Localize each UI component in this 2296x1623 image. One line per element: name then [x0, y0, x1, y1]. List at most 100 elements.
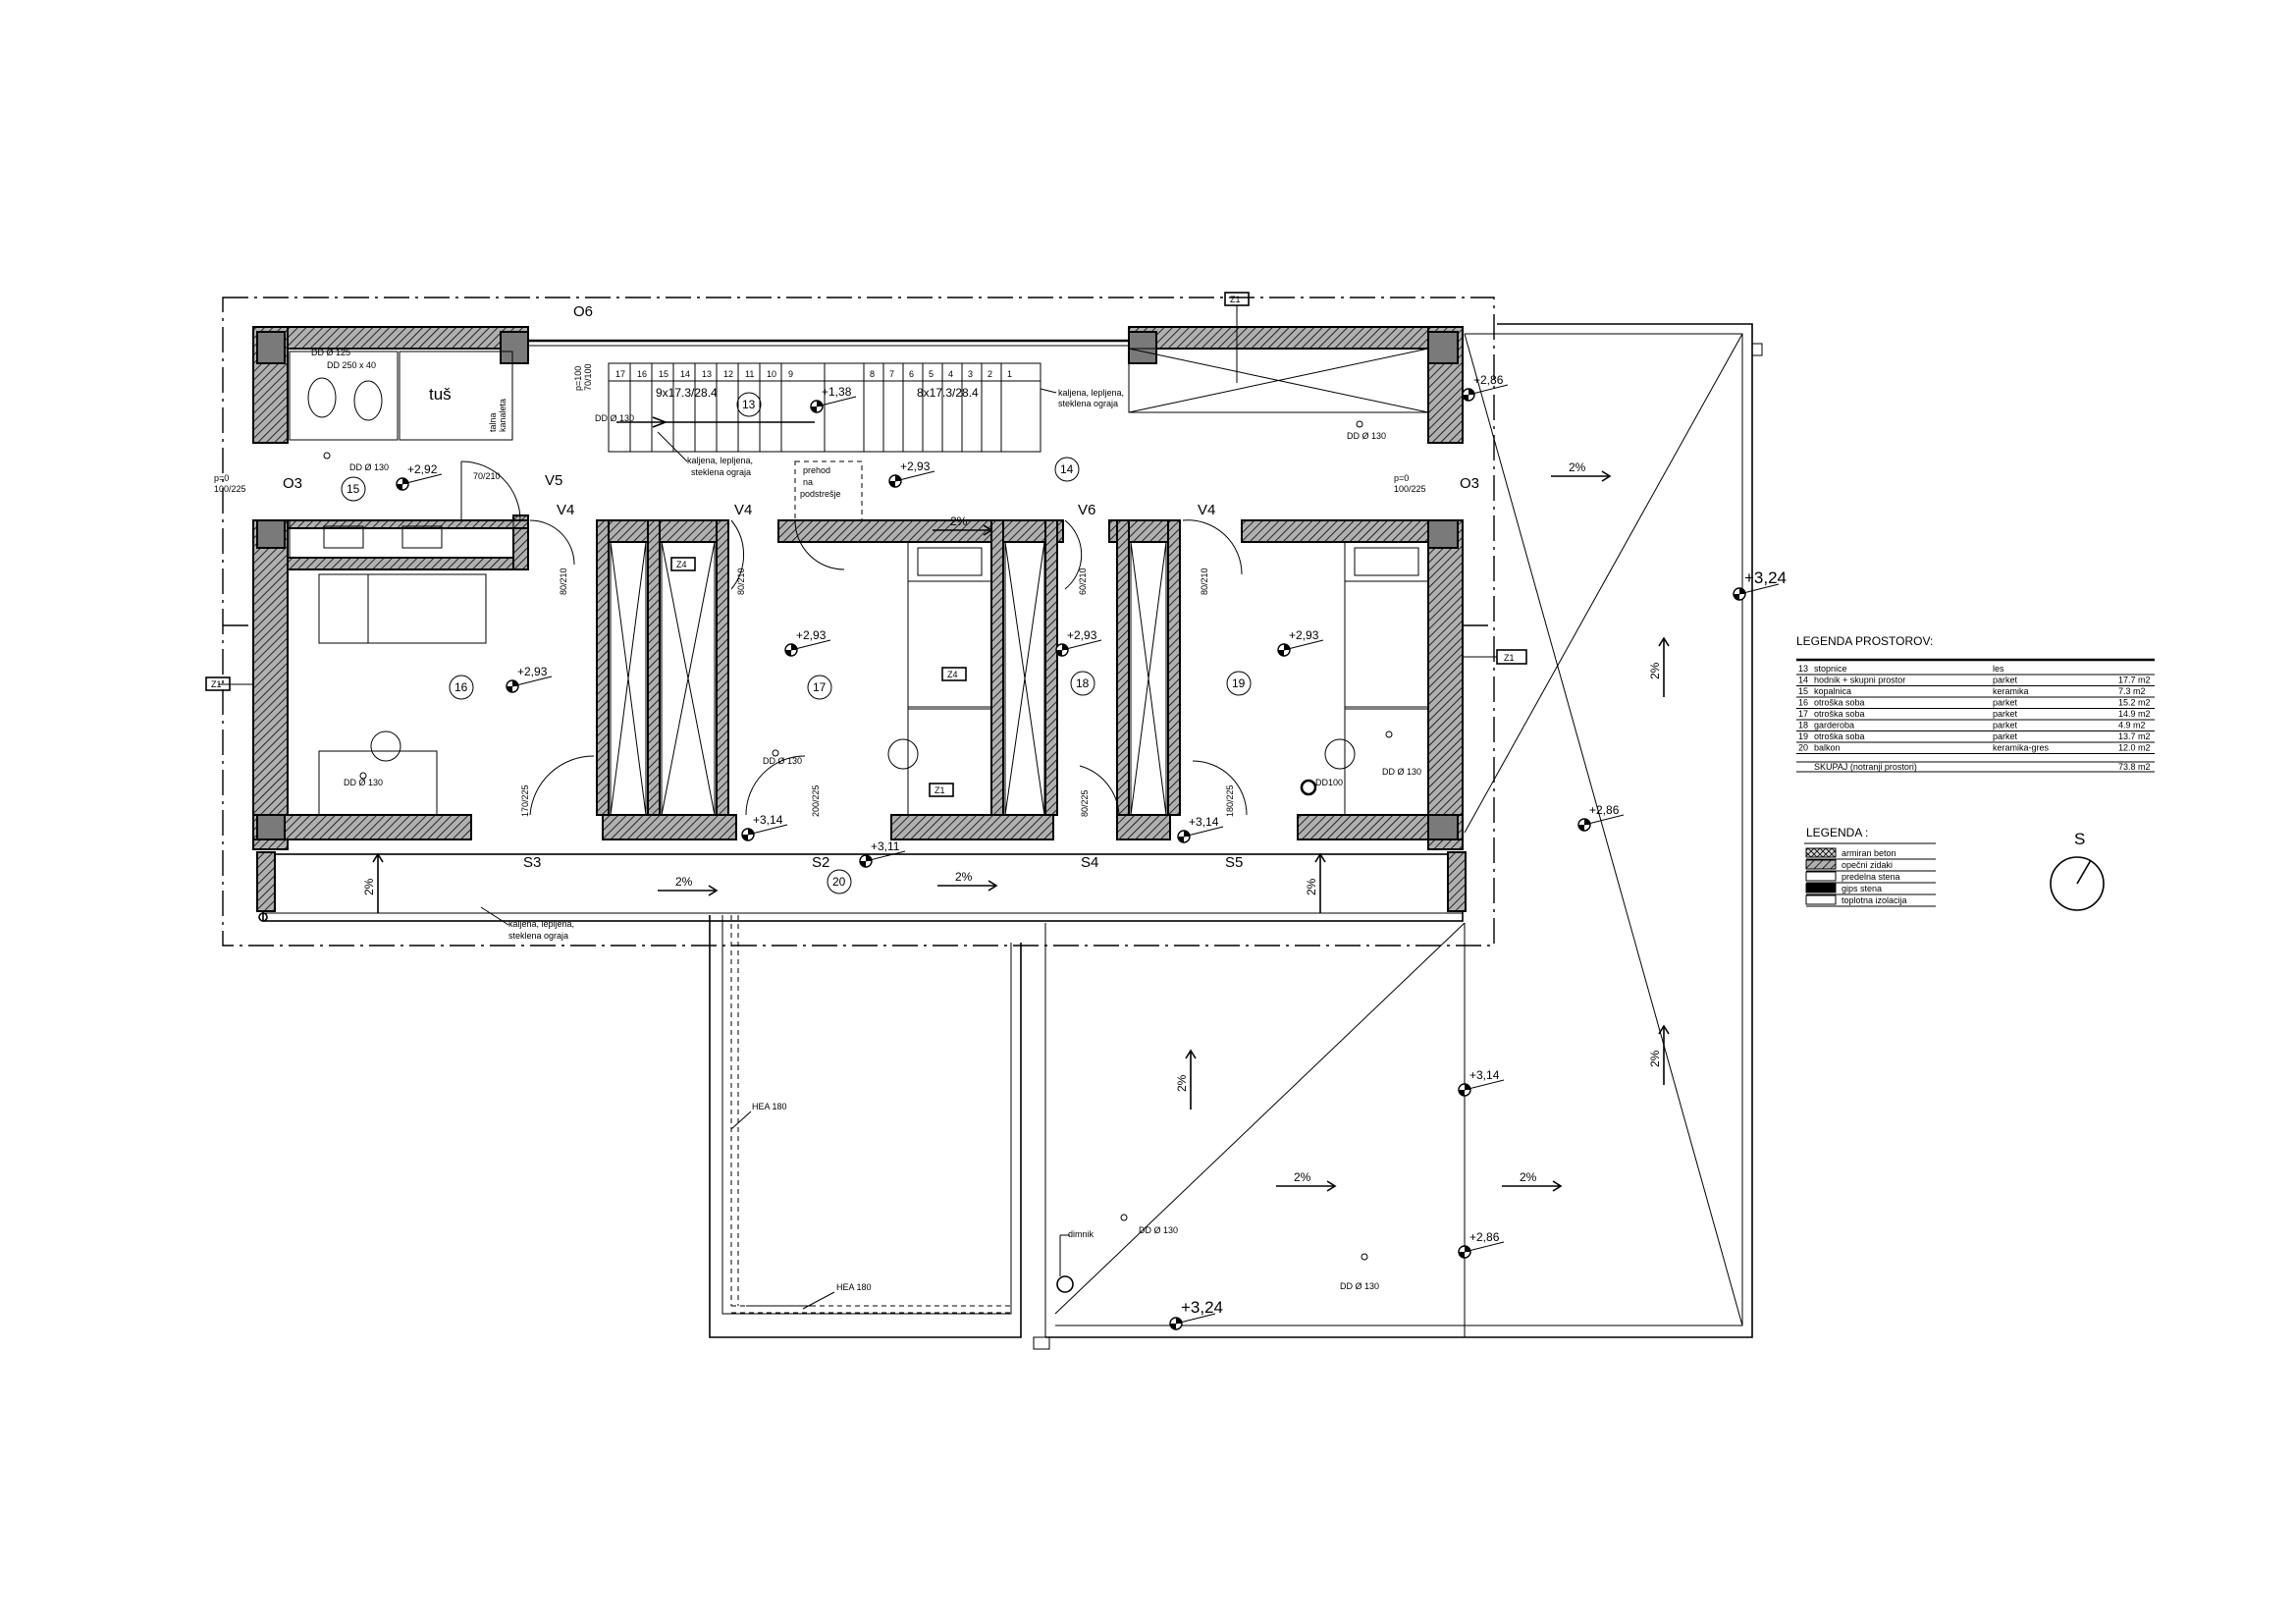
stair-step-number: 2 [988, 369, 992, 379]
note-prehod-2: na [803, 477, 813, 487]
legend-room-floor: keramika-gres [1993, 743, 2050, 753]
door-size-70-210: 70/210 [473, 471, 501, 481]
note-dimnik: dimnik [1068, 1229, 1095, 1239]
slope-value: 2% [1648, 662, 1662, 679]
level-marker: +3,11 [859, 839, 906, 868]
legend-room-name: otroška soba [1814, 698, 1865, 708]
level-value: +3,11 [871, 839, 900, 853]
note-dd-7: DD Ø 130 [1139, 1225, 1178, 1235]
level-value: +3,14 [753, 813, 783, 827]
slope-arrows: 2%2%2%2%2%2%2%2%2%2%2% [362, 460, 1670, 1192]
room-number-18: 18 [1076, 676, 1090, 690]
note-tus: tuš [429, 385, 452, 404]
level-value: +3,24 [1181, 1298, 1223, 1317]
furniture [289, 351, 1429, 1293]
note-prehod-3: podstrešje [800, 489, 841, 499]
legend-room-num: 18 [1798, 721, 1808, 730]
legend-room-area: 13.7 m2 [2118, 731, 2151, 741]
level-value: +2,93 [900, 460, 931, 473]
door-v4-c: V4 [1198, 502, 1215, 518]
stair-spec-right: 8x17.3/28.4 [917, 386, 979, 400]
stair-step-number: 15 [659, 369, 668, 379]
balcony [256, 851, 1467, 922]
note-ograja-c-1: kaljena, lepljena, [508, 919, 574, 929]
window-parapet-p100: p=100 [573, 366, 583, 391]
legend-room-name: otroška soba [1814, 709, 1865, 719]
slope-arrow: 2% [1551, 460, 1612, 482]
level-value: +2,93 [517, 665, 548, 678]
north-label: S [2074, 830, 2085, 848]
door-size-left: 100/225 [214, 484, 246, 494]
note-ograja-b-1: kaljena, lepljena, [1058, 388, 1124, 398]
slope-value: 2% [1175, 1074, 1189, 1092]
slope-value: 2% [1569, 460, 1586, 474]
legend-room-name: otroška soba [1814, 731, 1865, 741]
legend-rooms-total-label: SKUPAJ (notranji prostori) [1814, 762, 1917, 772]
door-v5: V5 [545, 472, 562, 489]
stair-step-number: 17 [615, 369, 625, 379]
slope-arrow: 2% [1305, 852, 1326, 913]
legend-material-row: opečni zidaki [1805, 859, 1936, 872]
note-prehod-1: prehod [803, 465, 830, 475]
note-dd-2: DD Ø 130 [595, 413, 634, 423]
legend-room-area: 17.7 m2 [2118, 676, 2151, 685]
note-dd-9: DD100 [1315, 778, 1343, 787]
note-kanaleta: kanaleta [498, 399, 507, 432]
legend-room-area: 12.0 m2 [2118, 743, 2151, 753]
legend-material-label: opečni zidaki [1842, 860, 1893, 870]
window-s5: S5 [1225, 854, 1243, 871]
roof-outline [709, 323, 1763, 1350]
room-number-20: 20 [832, 875, 846, 889]
stair-step-number: 14 [680, 369, 690, 379]
note-ograja-a-1: kaljena, lepljena, [687, 456, 753, 465]
level-value: +2,86 [1589, 803, 1620, 817]
door-size-right: 100/225 [1394, 484, 1426, 494]
stair-step-number: 10 [767, 369, 776, 379]
door-swings [460, 460, 1248, 816]
legend-room-floor: parket [1993, 709, 2018, 719]
room-number-16: 16 [454, 680, 468, 694]
legend-rooms-total-area: 73.8 m2 [2118, 762, 2151, 772]
slope-arrow: 2% [1175, 1049, 1197, 1109]
window-s2: S2 [812, 854, 829, 871]
legend-room-num: 17 [1798, 709, 1808, 719]
door-parapet-right: p=0 [1394, 473, 1409, 483]
legend-room-name: balkon [1814, 743, 1841, 753]
section-z4-a: Z4 [676, 560, 687, 569]
legend-material-label: toplotna izolacija [1842, 895, 1907, 905]
slope-arrow: 2% [1276, 1170, 1337, 1192]
axis-label-o3-right: O3 [1460, 475, 1479, 492]
level-value: +2,93 [1289, 628, 1319, 642]
stair-step-number: 11 [745, 369, 754, 379]
note-dd-8: DD Ø 130 [1340, 1281, 1379, 1291]
level-marker: +3,24 [1733, 568, 1787, 601]
stair-step-number: 6 [909, 369, 914, 379]
slope-value: 2% [1520, 1170, 1537, 1184]
note-small-1: DD Ø 125 [311, 348, 350, 357]
legend-room-name: garderoba [1814, 721, 1854, 730]
legend-room-floor: parket [1993, 676, 2018, 685]
slope-value: 2% [362, 878, 376, 895]
stair-spec-left: 9x17.3/28.4 [656, 386, 718, 400]
legend-room-name: kopalnica [1814, 686, 1851, 696]
interior-walls [287, 348, 1429, 816]
slope-value: 2% [950, 514, 968, 528]
legend-room-floor: parket [1993, 721, 2018, 730]
section-z1-right: Z1 [1504, 653, 1515, 663]
legend-material-label: armiran beton [1842, 848, 1896, 858]
slope-value: 2% [955, 870, 973, 884]
slope-arrow: 2% [658, 875, 719, 896]
room-number-14: 14 [1060, 462, 1074, 476]
legend-material-row: armiran beton [1805, 847, 1936, 860]
level-value: +1,38 [822, 385, 852, 399]
legend-room-area: 4.9 m2 [2118, 721, 2146, 730]
level-value: +3,14 [1189, 815, 1219, 829]
section-z1-top: Z1 [1230, 295, 1241, 304]
level-value: +2,86 [1469, 1230, 1500, 1244]
legend-material-row: predelna stena [1805, 871, 1936, 884]
section-z1-left: Z1 [211, 679, 222, 689]
stair-step-number: 8 [870, 369, 875, 379]
